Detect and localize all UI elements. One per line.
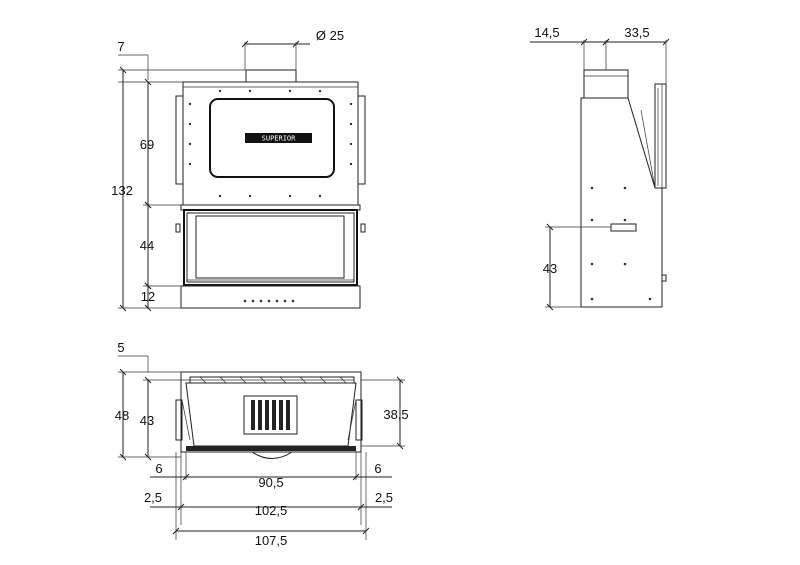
plan-outline [180, 371, 362, 453]
hood-screws [188, 89, 353, 198]
brand-label: SUPERIOR [262, 135, 297, 143]
grate-bars [251, 400, 290, 430]
side-view: 14,5 33,5 43 [530, 25, 670, 311]
dim-inner-depth: 43 [140, 413, 154, 428]
dim-right-margin: 6 [374, 461, 381, 476]
dim-inner-width: 90,5 [258, 475, 283, 490]
plan-glass [186, 446, 356, 451]
side-flue-collar [583, 69, 629, 99]
plan-handle [251, 451, 293, 459]
dim-body-width: 102,5 [255, 503, 288, 518]
dim-upper-height: 69 [140, 137, 154, 152]
dim-total-depth: 48 [115, 408, 129, 423]
dim-side-left: 2,5 [144, 490, 162, 505]
grate [243, 395, 298, 435]
side-body [580, 97, 663, 308]
flue-collar [245, 69, 297, 83]
brand-badge [245, 133, 312, 143]
plan-firebox [185, 382, 357, 447]
dim-flue-to-back: 33,5 [624, 25, 649, 40]
side-screws [590, 186, 652, 301]
dim-vent-height: 43 [543, 261, 557, 276]
dim-left-margin: 6 [155, 461, 162, 476]
hood-panel [209, 98, 335, 178]
left-wing [175, 95, 184, 185]
base-plinth [180, 285, 361, 309]
dim-flue-diameter: Ø 25 [316, 28, 344, 43]
dim-base-height: 12 [141, 289, 155, 304]
dim-total-width: 107,5 [255, 533, 288, 548]
front-view: SUPERIOR [111, 28, 366, 312]
base-vent-dots [243, 299, 295, 303]
side-vent [610, 223, 637, 232]
dim-flue-offset: 14,5 [534, 25, 559, 40]
dim-side-right: 2,5 [375, 490, 393, 505]
right-wing [357, 95, 366, 185]
plan-view: 5 48 43 38,5 6 6 90,5 2,5 2,5 102,5 107,… [115, 340, 409, 548]
dim-top-offset: 7 [117, 39, 124, 54]
side-wing [654, 83, 667, 189]
dim-total-height: 132 [111, 183, 133, 198]
glass-window [195, 215, 345, 279]
dim-glass-height: 44 [140, 238, 154, 253]
dim-front-offset: 5 [117, 340, 124, 355]
dim-right-depth: 38,5 [383, 407, 408, 422]
firebox-frame [183, 209, 358, 286]
